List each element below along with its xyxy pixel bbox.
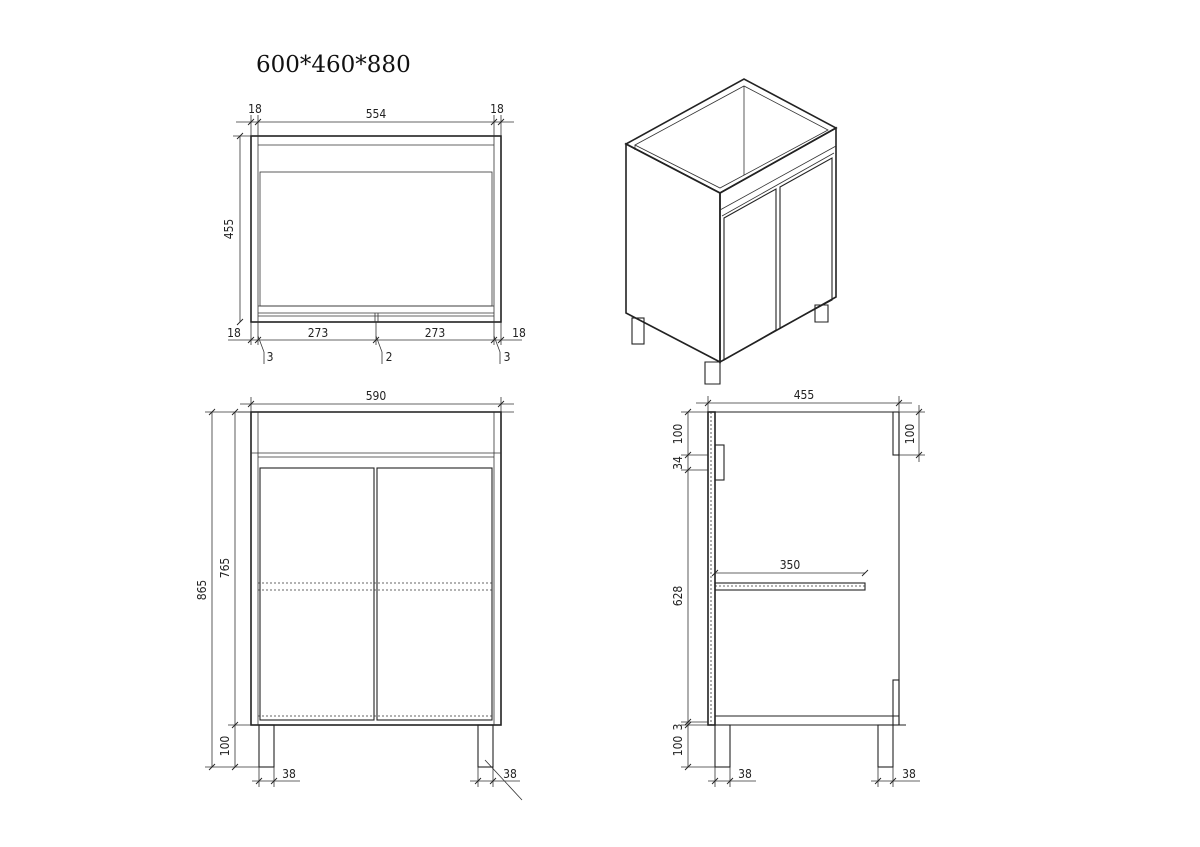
isometric-view: [624, 78, 838, 385]
front-leg-left: [258, 724, 275, 768]
dim-front-body-height: 765: [218, 558, 232, 579]
dim-front-leg-right: 38: [503, 767, 517, 781]
side-front-panel: [707, 411, 716, 726]
dim-top-depth: 455: [222, 219, 236, 240]
front-leg-right: [477, 724, 494, 768]
top-view: 18 554 18 455 18 273 273 18 3 2 3: [222, 102, 526, 364]
dim-side-rail-thickness: 34: [671, 456, 685, 470]
drawing-title: 600*460*880: [256, 52, 411, 78]
dim-front-leg-height: 100: [218, 736, 232, 757]
dim-gap-left: 3: [267, 350, 274, 364]
dim-front-width: 590: [366, 389, 387, 403]
top-view-outline: [250, 135, 502, 323]
top-view-inner-panel: [259, 171, 493, 307]
dim-top-inner-width: 554: [366, 107, 387, 121]
dim-side-shelf-depth: 350: [780, 558, 801, 572]
dim-side-leg-back: 38: [902, 767, 916, 781]
side-leg-back: [877, 724, 894, 768]
dim-gap-middle: 2: [386, 350, 393, 364]
front-door-left: [259, 467, 375, 721]
dim-bottom-left: 18: [227, 326, 241, 340]
dim-front-total-height: 865: [195, 580, 209, 601]
dim-side-leg-front: 38: [738, 767, 752, 781]
front-door-right: [376, 467, 493, 721]
dim-door-right: 273: [425, 326, 446, 340]
front-view: 590 865 765 100 38 38: [195, 389, 523, 801]
dim-side-depth: 455: [794, 388, 815, 402]
dim-side-back-rail: 100: [903, 424, 917, 445]
dim-side-bottom-gap: 3: [671, 724, 685, 731]
front-view-outline: [250, 411, 502, 726]
dim-front-leg-left: 38: [282, 767, 296, 781]
dim-door-left: 273: [308, 326, 329, 340]
dim-side-inner-height: 628: [671, 586, 685, 607]
side-leg-front: [714, 724, 731, 768]
dim-top-side-left: 18: [248, 102, 262, 116]
dim-gap-right: 3: [504, 350, 511, 364]
dim-side-leg-height: 100: [671, 736, 685, 757]
dim-top-side-right: 18: [490, 102, 504, 116]
side-shelf: [714, 582, 866, 591]
dim-side-top-rail: 100: [671, 424, 685, 445]
side-view: 455 100 34 628 3 100 350 100: [671, 388, 925, 787]
dim-bottom-right: 18: [512, 326, 526, 340]
